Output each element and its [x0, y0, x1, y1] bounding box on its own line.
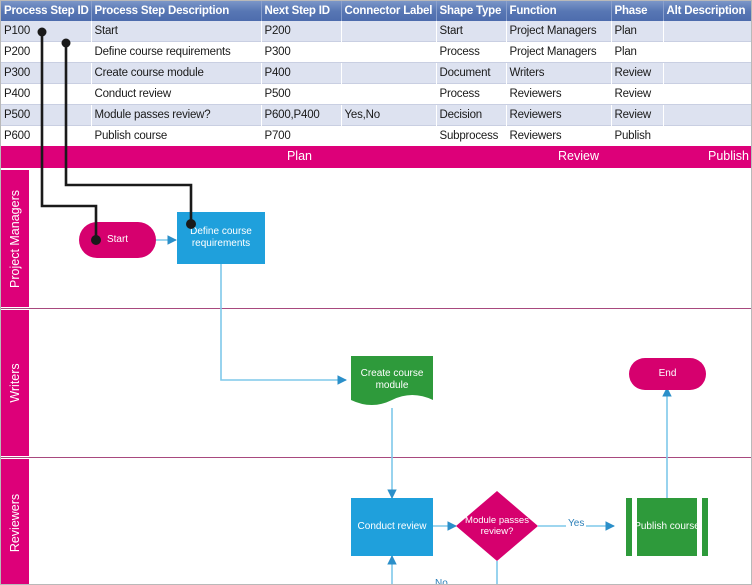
- cell-func: Writers: [506, 62, 612, 84]
- connector-decision-no-to-conduct: [387, 555, 498, 584]
- shape-decision-module-passes-review[interactable]: Module passes review?: [456, 491, 538, 561]
- cell-alt: [663, 83, 751, 105]
- callout-line-p200-to-define: [64, 43, 193, 224]
- cell-label: Yes,No: [341, 104, 437, 126]
- swimlane-diagram: Plan Review Publish Project Managers Wri…: [1, 146, 751, 584]
- cell-next: P600,P400: [261, 104, 342, 126]
- shape-end-label: End: [658, 368, 677, 379]
- cell-label: [341, 41, 437, 63]
- cell-next: P700: [261, 125, 342, 147]
- cell-desc: Start: [91, 21, 262, 42]
- callout-dot-p200: [61, 38, 71, 48]
- cell-label: [341, 62, 437, 84]
- phase-band: [1, 146, 751, 168]
- cell-shape: Decision: [436, 104, 507, 126]
- table-row[interactable]: P600 Publish course P700 Subprocess Revi…: [1, 125, 751, 147]
- table-row[interactable]: P400 Conduct review P500 Process Reviewe…: [1, 83, 751, 105]
- col-function[interactable]: Function: [506, 1, 612, 21]
- cell-phase: Review: [611, 62, 664, 84]
- cell-alt: [663, 62, 751, 84]
- diamond-shape-icon: [456, 491, 538, 561]
- col-alt-description[interactable]: Alt Description: [663, 1, 751, 21]
- phase-label-publish: Publish: [708, 149, 749, 163]
- cell-alt: [663, 104, 751, 126]
- cell-id: P200: [1, 41, 92, 63]
- col-shape-type[interactable]: Shape Type: [436, 1, 507, 21]
- table-row[interactable]: P100 Start P200 Start Project Managers P…: [1, 21, 751, 42]
- phase-label-review: Review: [558, 149, 599, 163]
- shape-conduct-review[interactable]: Conduct review: [351, 498, 433, 556]
- cell-phase: Publish: [611, 125, 664, 147]
- cell-next: P500: [261, 83, 342, 105]
- table-row[interactable]: P200 Define course requirements P300 Pro…: [1, 41, 751, 63]
- cell-desc: Publish course: [91, 125, 262, 147]
- col-phase[interactable]: Phase: [611, 1, 664, 21]
- connector-define-to-create: [220, 264, 347, 385]
- cell-alt: [663, 21, 751, 42]
- col-next-step-id[interactable]: Next Step ID: [261, 1, 342, 21]
- shape-create-course-module[interactable]: Create course module: [351, 356, 433, 411]
- col-process-step-id[interactable]: Process Step ID: [1, 1, 92, 21]
- cell-label: [341, 83, 437, 105]
- shape-create-label: Create course module: [360, 368, 424, 391]
- cell-phase: Review: [611, 83, 664, 105]
- shape-publish-label: Publish course: [634, 521, 700, 532]
- lane-header-writers[interactable]: Writers: [1, 310, 31, 456]
- cell-desc: Conduct review: [91, 83, 262, 105]
- cell-shape: Process: [436, 83, 507, 105]
- shape-define-course-requirements[interactable]: Define course requirements: [177, 212, 265, 264]
- lane-divider-1: [1, 308, 751, 309]
- cell-id: P300: [1, 62, 92, 84]
- cell-func: Reviewers: [506, 104, 612, 126]
- lane-header-reviewers[interactable]: Reviewers: [1, 459, 31, 584]
- shape-publish-course[interactable]: Publish course: [626, 498, 708, 556]
- cell-id: P500: [1, 104, 92, 126]
- cell-func: Project Managers: [506, 21, 612, 42]
- cell-phase: Plan: [611, 21, 664, 42]
- cell-desc: Module passes review?: [91, 104, 262, 126]
- table-row[interactable]: P500 Module passes review? P600,P400 Yes…: [1, 104, 751, 126]
- cell-label: [341, 125, 437, 147]
- shape-define-label: Define course requirements: [190, 226, 252, 249]
- cell-next: P400: [261, 62, 342, 84]
- cell-id: P600: [1, 125, 92, 147]
- cell-func: Reviewers: [506, 83, 612, 105]
- cell-phase: Plan: [611, 41, 664, 63]
- shape-conduct-label: Conduct review: [357, 521, 427, 532]
- shape-start-label: Start: [106, 234, 129, 245]
- connector-label-no: No: [433, 578, 450, 584]
- cell-desc: Define course requirements: [91, 41, 262, 63]
- lane-divider-2: [1, 457, 751, 458]
- cell-func: Project Managers: [506, 41, 612, 63]
- callout-dot-define-shape: [186, 219, 196, 229]
- table-header-row: Process Step ID Process Step Description…: [1, 1, 751, 21]
- col-process-step-description[interactable]: Process Step Description: [91, 1, 262, 21]
- lane-header-project-managers[interactable]: Project Managers: [1, 170, 31, 307]
- cell-shape: Document: [436, 62, 507, 84]
- col-connector-label[interactable]: Connector Label: [341, 1, 437, 21]
- table-row[interactable]: P300 Create course module P400 Document …: [1, 62, 751, 84]
- cell-id: P400: [1, 83, 92, 105]
- cell-label: [341, 21, 437, 42]
- shape-end[interactable]: End: [629, 358, 706, 390]
- phase-label-plan: Plan: [286, 149, 312, 163]
- callout-dot-p100: [37, 27, 47, 37]
- cell-next: P200: [261, 21, 342, 42]
- cell-shape: Subprocess: [436, 125, 507, 147]
- cell-next: P300: [261, 41, 342, 63]
- callout-dot-start-shape: [91, 235, 101, 245]
- cell-shape: Start: [436, 21, 507, 42]
- shape-decision-label: Module passes review?: [465, 515, 529, 537]
- cell-desc: Create course module: [91, 62, 262, 84]
- document-shape-icon: [351, 356, 433, 405]
- cell-shape: Process: [436, 41, 507, 63]
- cell-alt: [663, 125, 751, 147]
- cell-alt: [663, 41, 751, 63]
- callout-line-p100-to-start: [40, 32, 98, 240]
- connector-label-yes: Yes: [566, 518, 587, 529]
- cell-phase: Review: [611, 104, 664, 126]
